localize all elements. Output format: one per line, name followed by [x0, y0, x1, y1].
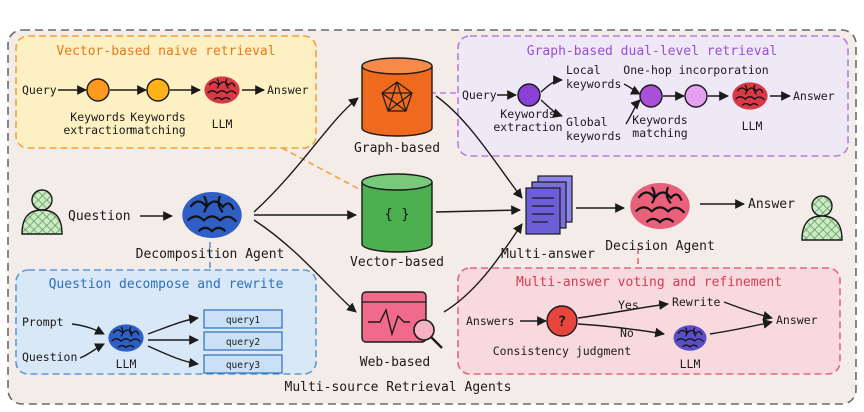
decompose-llm-label: LLM [116, 357, 137, 371]
decision-agent-brain-icon [629, 181, 691, 231]
multi-answer-label: Multi-answer [501, 247, 595, 262]
decompose-llm-brain-icon [107, 323, 145, 353]
query3-chip [203, 354, 283, 374]
graph-onehop-label: One-hop incorporation [623, 63, 768, 77]
graph-global-line1: Global [566, 115, 608, 129]
vector-llm-brain-icon [203, 75, 241, 105]
decompose-panel-title: Question decompose and rewrite [49, 277, 284, 292]
vector-based-database-icon [361, 173, 433, 253]
graph-local-line1: Local [566, 63, 601, 77]
graph-matching-node [639, 84, 663, 108]
voting-llm-label: LLM [680, 357, 701, 371]
vector-llm-label: LLM [212, 117, 233, 131]
consistency-judgment-label: Consistency judgment [493, 344, 631, 358]
graph-extraction-node [517, 83, 541, 107]
voting-llm-brain-icon [672, 324, 708, 352]
graph-extract-line1: Keywords [500, 107, 555, 121]
voting-panel-title: Multi-answer voting and refinement [516, 275, 782, 290]
graph-local-line2: keywords [566, 77, 621, 91]
graph-based-database-icon [361, 57, 433, 137]
vector-step2-line2: matching [130, 123, 185, 137]
voting-rewrite-label: Rewrite [672, 295, 721, 309]
consistency-symbol: ? [558, 314, 566, 330]
web-based-search-icon [361, 291, 443, 349]
graph-query-label: Query [462, 88, 497, 102]
graph-answer-label: Answer [793, 89, 835, 103]
recipient-person-icon [801, 195, 843, 241]
query3-label: query3 [226, 360, 260, 371]
decompose-question-label: Question [22, 350, 77, 364]
outer-label: Multi-source Retrieval Agents [285, 380, 512, 395]
vector-panel-connector [281, 147, 373, 197]
decomposition-agent-brain-icon [181, 190, 243, 240]
final-answer-label: Answer [748, 197, 795, 212]
vector-query-label: Query [22, 83, 57, 97]
keywords-extraction-node [86, 78, 110, 102]
query1-chip [203, 309, 283, 329]
decomposition-agent-label: Decomposition Agent [136, 247, 285, 262]
decompose-prompt-label: Prompt [22, 315, 64, 329]
graph-llm-brain-icon [731, 81, 769, 111]
keywords-matching-node [146, 78, 170, 102]
graph-matching-line2: matching [632, 126, 687, 140]
vector-answer-label: Answer [267, 83, 309, 97]
vector-based-label: Vector-based [350, 255, 444, 270]
query1-label: query1 [226, 315, 261, 326]
voting-yes-label: Yes [618, 298, 639, 312]
vector-symbol-text: { } [384, 207, 409, 223]
vector-step1-line1: Keywords [70, 110, 125, 124]
voting-panel: Multi-answer voting and refinement Answe… [457, 267, 841, 375]
vector-retrieval-panel: Vector-based naive retrieval Query Answe… [15, 35, 317, 149]
graph-extract-line2: extraction [493, 120, 562, 134]
user-person-icon [21, 189, 63, 235]
web-based-label: Web-based [360, 355, 430, 370]
vector-panel-title: Vector-based naive retrieval [56, 44, 275, 59]
query2-label: query2 [226, 337, 260, 348]
vector-step1-line2: extraction [63, 123, 132, 137]
graph-panel-title: Graph-based dual-level retrieval [527, 44, 777, 59]
voting-answers-label: Answers [466, 314, 514, 328]
multi-answer-documents-icon [525, 175, 573, 235]
graph-based-label: Graph-based [354, 141, 440, 156]
voting-no-label: No [620, 326, 634, 340]
voting-answer-label: Answer [776, 313, 818, 327]
graph-retrieval-panel: Graph-based dual-level retrieval Query K… [457, 35, 849, 157]
vector-step2-line1: Keywords [130, 110, 185, 124]
main-question-label: Question [68, 209, 131, 224]
consistency-judgment-node [546, 305, 578, 337]
graph-onehop-node [684, 84, 708, 108]
query2-chip [203, 331, 283, 351]
graph-global-line2: keywords [566, 129, 621, 143]
decision-agent-label: Decision Agent [605, 239, 715, 254]
graph-llm-label: LLM [742, 119, 763, 133]
graph-matching-line1: Keywords [632, 113, 687, 127]
decompose-panel: Question decompose and rewrite Prompt Qu… [15, 269, 317, 375]
